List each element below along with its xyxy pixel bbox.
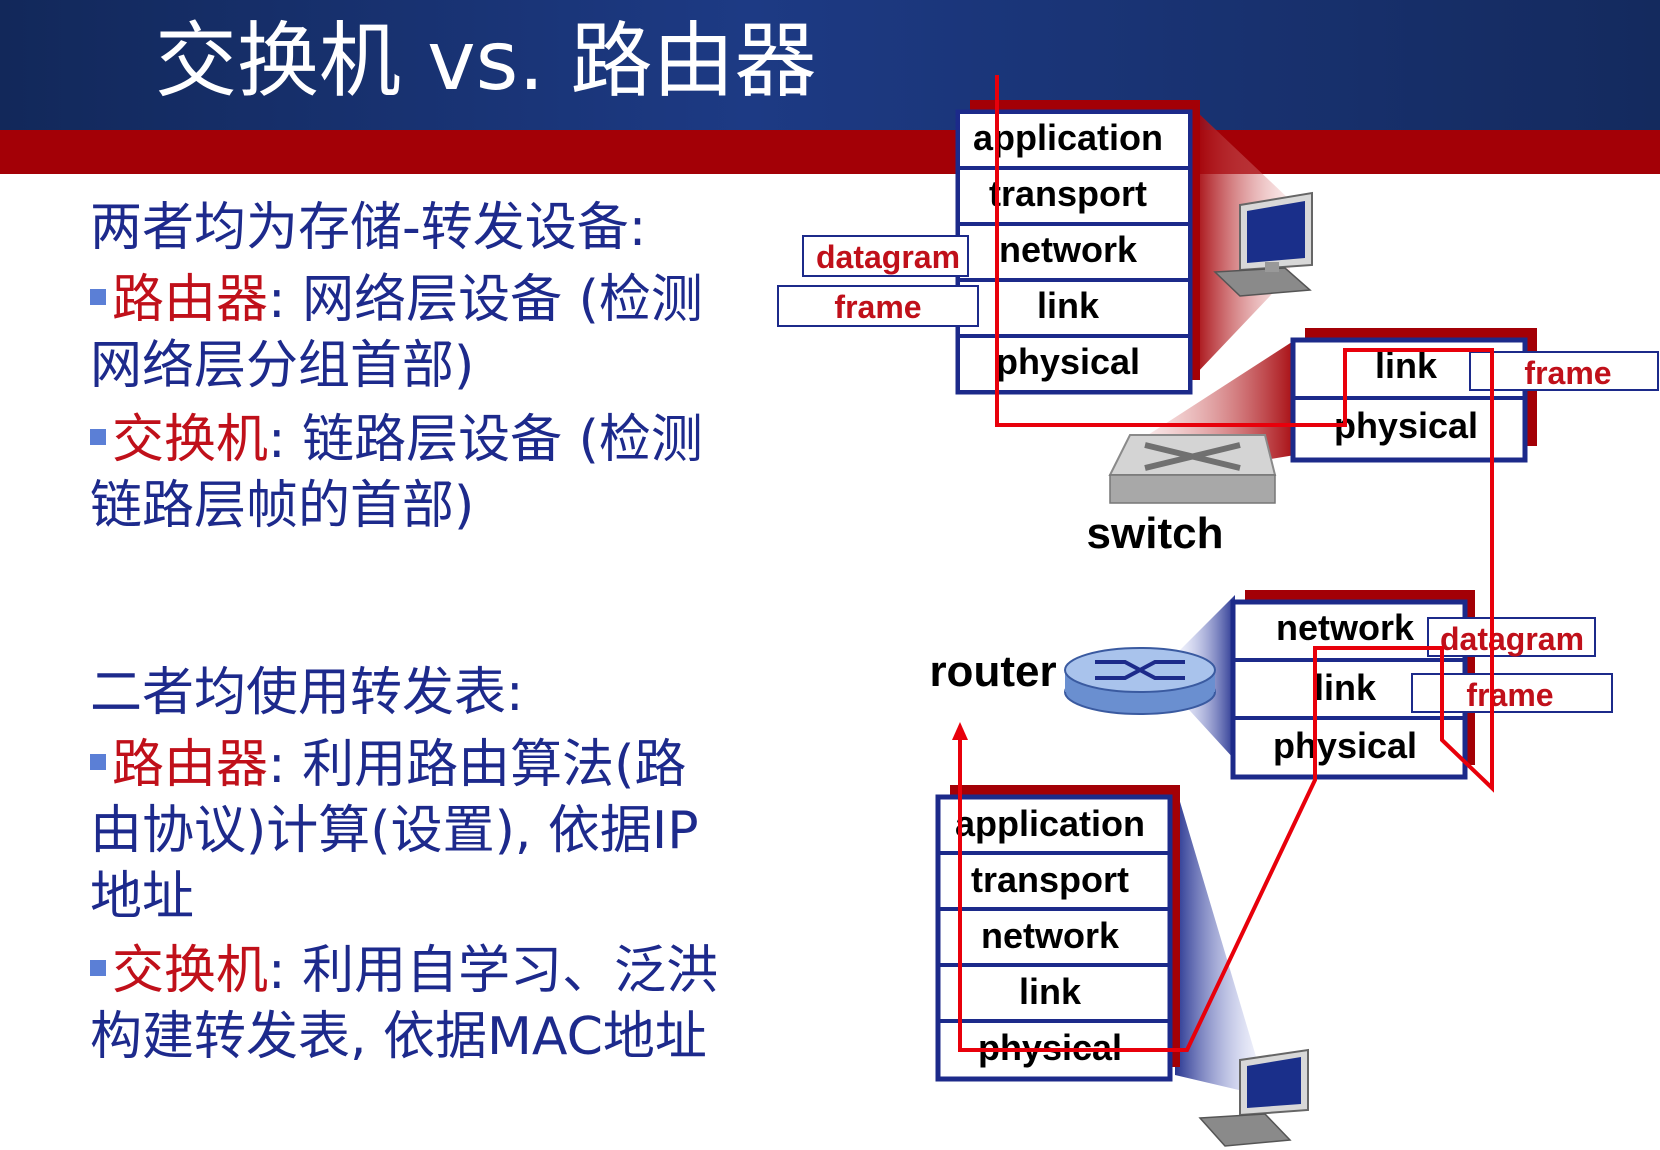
switch-term: 交换机 [112,410,269,470]
router-datagram-tag: datagram [1440,621,1584,657]
layer-network: network [999,229,1138,270]
computer-monitor-icon [1198,1048,1309,1147]
router-frame-tag-box [1411,673,1613,713]
switch-desc-cont: 构建转发表, 依据MAC地址 [90,1007,707,1067]
title-accent-bar [0,130,1660,174]
switch-label: switch [1087,509,1224,558]
layer-link: link [1019,971,1082,1012]
bullet-router: 路由器: 利用路由算法(路 [90,732,790,798]
switch-stack: link physical [1290,328,1537,463]
layer-transport: transport [989,173,1147,214]
switch-frame-tag-box [1469,351,1659,391]
layer-network: network [1276,607,1415,648]
switch-frame-tag: frame [1524,355,1611,391]
router-frame-tag: frame [1466,677,1553,713]
title-bar [0,0,1660,130]
layer-link: link [1314,667,1377,708]
layer-physical: physical [978,1027,1122,1068]
router-term: 路由器 [112,270,269,330]
switch-desc: : 利用自学习、泛洪 [268,941,719,1001]
router-term: 路由器 [112,735,269,795]
switch-desc: : 链路层设备 (检测 [268,410,703,470]
section-heading: 二者均使用转发表: [90,663,524,723]
layer-physical: physical [1273,725,1417,766]
computer-monitor-icon [1213,191,1313,297]
switch-term: 交换机 [112,941,269,1001]
router-desc-cont: 地址 [90,867,195,927]
router-label: router [929,647,1056,696]
section-store-forward: 两者均为存储-转发设备: 路由器: 网络层设备 (检测 网络层分组首部) 交换机… [90,195,790,539]
bullet-square-icon [90,754,106,770]
router-desc: : 网络层设备 (检测 [268,270,703,330]
router-desc-cont: 由协议)计算(设置), 依据IP [90,801,699,861]
bottom-host-fan [1175,785,1260,1095]
page-title: 交换机 vs. 路由器 [155,14,817,109]
router-datagram-tag-box [1427,617,1596,657]
top-host-stack: application transport network link physi… [955,100,1200,395]
stack-frame [935,794,1173,1082]
datagram-tag-box [802,235,969,277]
router-desc-cont: 网络层分组首部) [90,336,475,396]
layer-network: network [981,915,1120,956]
datagram-tag: datagram [816,239,960,275]
switch-device-icon [1108,434,1277,504]
bottom-host-stack: application transport network link physi… [935,785,1180,1082]
switch-desc-cont: 链路层帧的首部) [90,476,475,536]
router-device-icon [1064,647,1216,715]
layer-transport: transport [971,859,1129,900]
bullet-square-icon [90,429,106,445]
router-desc: : 利用路由算法(路 [268,735,687,795]
frame-tag: frame [834,289,921,325]
section-forwarding-table: 二者均使用转发表: 路由器: 利用路由算法(路 由协议)计算(设置), 依据IP… [90,660,790,1070]
layer-physical: physical [1334,405,1478,446]
bullet-switch: 交换机: 链路层设备 (检测 [90,407,790,473]
bullet-router: 路由器: 网络层设备 (检测 [90,267,790,333]
layer-link: link [1037,285,1100,326]
layer-application: application [973,117,1163,158]
section-heading: 两者均为存储-转发设备: [90,198,647,258]
frame-tag-box [777,285,979,327]
bullet-square-icon [90,960,106,976]
bullet-switch: 交换机: 利用自学习、泛洪 [90,938,790,1004]
packet-path [952,75,1494,1052]
layer-physical: physical [996,341,1140,382]
layer-application: application [955,803,1145,844]
bullet-square-icon [90,289,106,305]
